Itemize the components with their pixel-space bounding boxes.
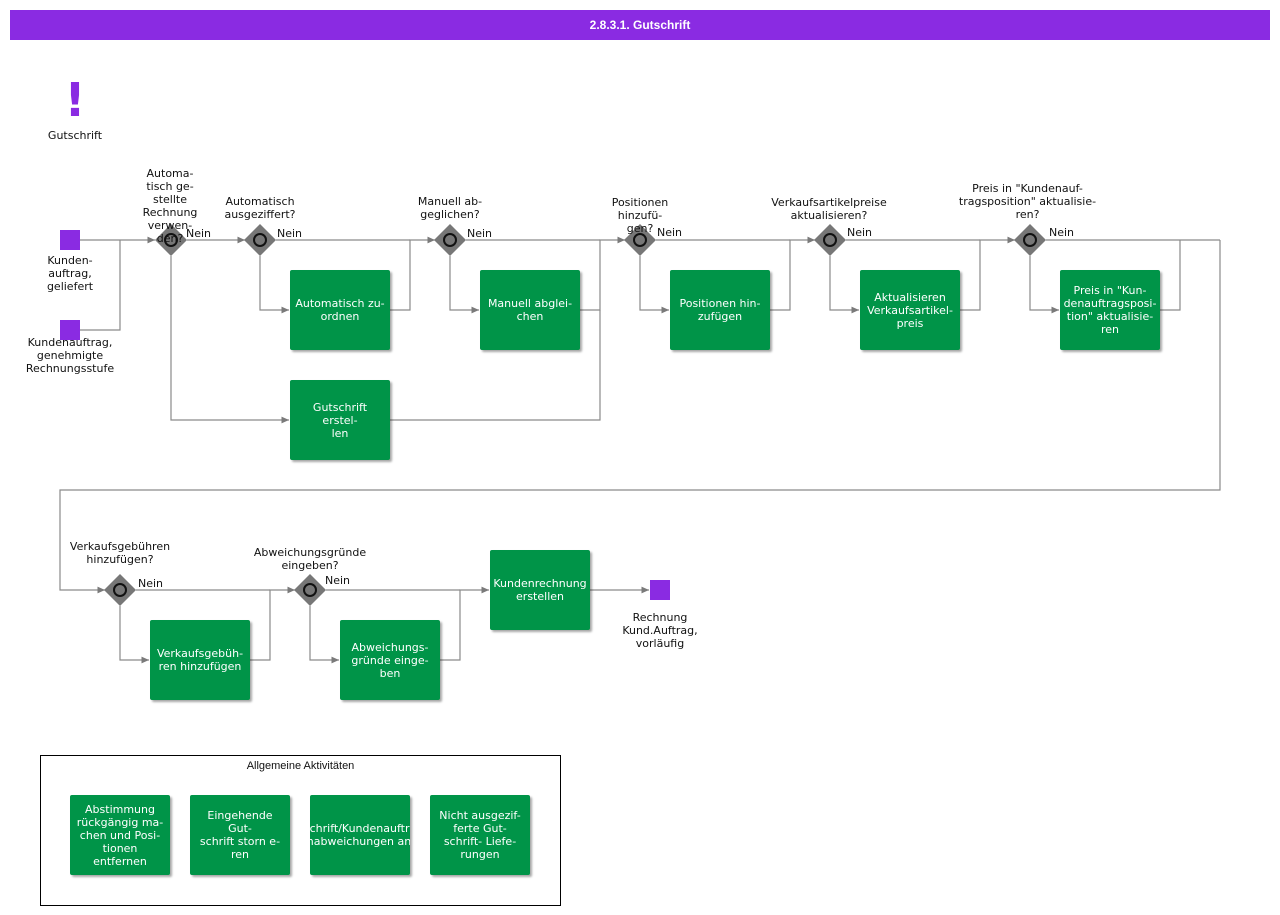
edge-row-wrap	[59, 240, 1221, 594]
task-kundenrechnung-erstellen[interactable]: Kundenrechnung erstellen	[490, 550, 590, 630]
task-manuell-abgleichen[interactable]: Manuell abglei- chen	[480, 270, 580, 350]
task-verkaufsartikelpreis-aktualisieren[interactable]: Aktualisieren Verkaufsartikel- preis	[860, 270, 960, 350]
edge-g1-gutschrift	[170, 256, 289, 424]
task-automatisch-zuordnen[interactable]: Automatisch zu- ordnen	[290, 270, 390, 350]
gateway-8-question: Abweichungsgründe eingeben?	[253, 546, 367, 572]
start-event-2[interactable]	[60, 320, 80, 340]
edge-start2-g1	[80, 240, 121, 331]
legend-task-nicht-ausgeziffert[interactable]: Nicht ausgezif- ferte Gut- schrift- Lief…	[430, 795, 530, 875]
gateway-6-no-label: Nein	[1049, 226, 1075, 239]
edge-task-merge2	[390, 236, 435, 311]
start-event-1[interactable]	[60, 230, 80, 250]
start-icon-label: Gutschrift	[47, 129, 103, 142]
gateway-4-no-label: Nein	[657, 226, 683, 239]
gateway-4-question: Positionen hinzufü- gen?	[611, 196, 669, 235]
gateway-3-no-label: Nein	[467, 227, 493, 240]
edge-g2-task	[259, 256, 289, 314]
task-positionen-hinzufuegen[interactable]: Positionen hin- zufügen	[670, 270, 770, 350]
edge-g8-task	[309, 606, 339, 664]
gateway-7[interactable]	[103, 573, 137, 607]
gateway-8-no-label: Nein	[325, 574, 351, 587]
task-verkaufsgebuehren-hinzufuegen[interactable]: Verkaufsgebüh- ren hinzufügen	[150, 620, 250, 700]
gateway-6[interactable]	[1013, 223, 1047, 257]
task-kundenauftragsposition-aktualisieren[interactable]: Preis in "Kun- denauftragsposi- tion" ak…	[1060, 270, 1160, 350]
legend-title: Allgemeine Aktivitäten	[246, 760, 355, 772]
gateway-2-question: Automatisch ausgeziffert?	[224, 195, 296, 221]
gateway-2[interactable]	[243, 223, 277, 257]
edge-task-merge4	[770, 236, 815, 311]
legend-task-gutschrift-stornieren[interactable]: Eingehende Gut- schrift storn e- ren	[190, 795, 290, 875]
gateway-5-question: Verkaufsartikelpreise aktualisieren?	[771, 196, 887, 222]
gateway-2-no-label: Nein	[277, 227, 303, 240]
gateway-6-question: Preis in "Kundenauf- tragsposition" aktu…	[958, 182, 1097, 221]
task-gutschrift-erstellen[interactable]: Gutschrift erstel- len	[290, 380, 390, 460]
legend-task-abweichungen-anzeigen[interactable]: Gutschrift/Kundenauftragsp mabweichungen…	[310, 795, 410, 875]
edge-task-merge7	[250, 586, 295, 661]
gateway-7-no-label: Nein	[138, 577, 164, 590]
edge-g6-task	[1029, 256, 1059, 314]
gateway-5[interactable]	[813, 223, 847, 257]
edge-task-merge3	[580, 236, 625, 311]
start-event-1-label: Kunden- auftrag, geliefert	[46, 254, 94, 293]
edge-g7-task	[119, 606, 149, 664]
gateway-1-question: Automa- tisch ge- stellte Rechnung verwe…	[142, 167, 198, 245]
edge-task-merge8	[440, 586, 489, 661]
exclamation-icon: !	[64, 73, 86, 127]
general-activities-legend: Allgemeine Aktivitäten	[40, 755, 561, 906]
end-event[interactable]	[650, 580, 670, 600]
edge-task-merge5	[960, 236, 1015, 311]
gateway-1[interactable]	[154, 223, 188, 257]
edge-g3-task	[449, 256, 479, 314]
gateway-3-question: Manuell ab- geglichen?	[417, 195, 483, 221]
gateway-5-no-label: Nein	[847, 226, 873, 239]
edge-gutschrift-merge	[390, 310, 601, 421]
edge-g4-task	[639, 256, 669, 314]
task-abweichungsgruende-eingeben[interactable]: Abweichungs- gründe einge- ben	[340, 620, 440, 700]
edge-g5-task	[829, 256, 859, 314]
edge-task-merge6	[1160, 240, 1181, 311]
gateway-4[interactable]	[623, 223, 657, 257]
gateway-1-no-label: Nein	[186, 227, 212, 240]
page-title: 2.8.3.1. Gutschrift	[10, 10, 1270, 40]
gateway-7-question: Verkaufsgebühren hinzufügen?	[69, 540, 171, 566]
end-event-label: Rechnung Kund.Auftrag, vorläufig	[622, 611, 698, 650]
legend-task-abstimmung[interactable]: Abstimmung rückgängig ma- chen und Posi-…	[70, 795, 170, 875]
gateway-3[interactable]	[433, 223, 467, 257]
start-event-2-label: Kundenauftrag, genehmigte Rechnungsstufe	[25, 336, 115, 375]
gateway-8[interactable]	[293, 573, 327, 607]
